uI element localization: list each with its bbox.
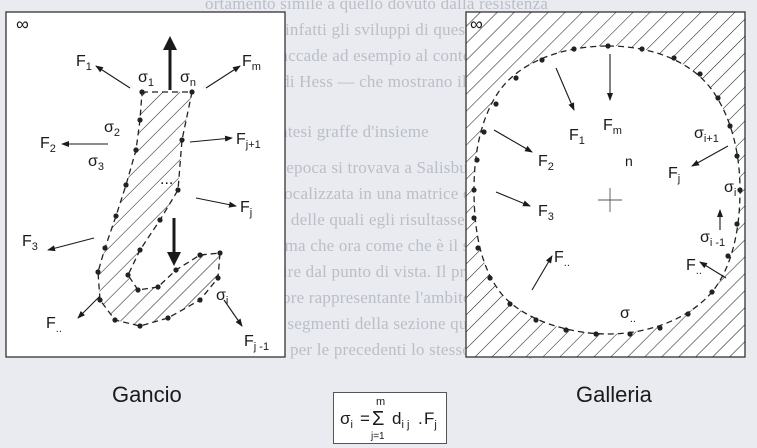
- galleria-panel: ∞ F1 Fm σi+1 F2 n Fj σi F3 σi -1 F.. F..…: [465, 11, 746, 358]
- label-Fj: Fj: [668, 165, 680, 185]
- force-arrows-galleria: [493, 54, 729, 291]
- label-F1: F1: [569, 127, 585, 147]
- formula-sum-sign: Σ: [372, 408, 384, 430]
- label-Fj-minus-1: Fj -1: [244, 333, 269, 353]
- label-Fm: Fm: [242, 53, 261, 73]
- label-sigma-i: σi: [724, 179, 736, 199]
- label-sigma-i: σi: [216, 287, 228, 307]
- gancio-caption: Gancio: [112, 382, 182, 407]
- force-arrows-gancio: [47, 65, 243, 327]
- formula-d-term: di j: [392, 409, 409, 431]
- hook-boundary-nodes: [95, 89, 223, 329]
- galleria-caption: Galleria: [576, 382, 652, 407]
- gancio-panel: ∞ F1 σ1 σn Fm σ2 F2 σ3 Fj+1 ... Fj F3 σi…: [5, 11, 286, 358]
- label-F3: F3: [538, 203, 554, 223]
- formula-equals: =: [360, 409, 370, 428]
- label-Fm: Fm: [603, 117, 622, 137]
- label-ellipsis: ...: [160, 171, 173, 188]
- label-Fj-plus-1: Fj+1: [236, 131, 261, 151]
- load-up-arrowhead: [163, 36, 177, 50]
- formula-sum-upper: m: [376, 396, 385, 408]
- label-F-dots-1: F..: [554, 249, 570, 269]
- label-F2: F2: [40, 135, 56, 155]
- formula-F-term: Fj: [424, 409, 437, 431]
- center-crosshair: [598, 188, 622, 212]
- tunnel-boundary: [473, 45, 741, 335]
- formula-dot: .: [418, 409, 423, 428]
- label-sigma-n: σn: [180, 69, 196, 89]
- label-sigma-i-minus-1: σi -1: [700, 229, 725, 249]
- formula: σi = Σ m j=1 di j . Fj: [340, 396, 437, 442]
- label-F2: F2: [538, 153, 554, 173]
- label-F-dots-2: F..: [686, 257, 702, 277]
- label-sigma-3: σ3: [88, 153, 104, 173]
- label-sigma-1: σ1: [138, 69, 154, 89]
- label-F3: F3: [22, 233, 38, 253]
- formula-box: σi = Σ m j=1 di j . Fj: [333, 392, 447, 444]
- label-sigma-i-plus-1: σi+1: [694, 125, 719, 145]
- formula-lhs: σi: [340, 409, 353, 431]
- label-Fj: Fj: [240, 199, 252, 219]
- tunnel-boundary-nodes: [471, 43, 743, 337]
- label-normal-n: n: [625, 153, 633, 169]
- load-down-arrowhead: [167, 252, 181, 266]
- label-F1: F1: [76, 53, 92, 73]
- infinity-symbol: ∞: [470, 14, 483, 34]
- label-sigma-dots: σ..: [620, 305, 636, 325]
- formula-sum-lower: j=1: [370, 431, 385, 442]
- ground-hatched-region: [466, 12, 745, 357]
- infinity-symbol: ∞: [16, 14, 29, 34]
- label-sigma-2: σ2: [104, 119, 120, 139]
- label-F-dots: F..: [46, 315, 62, 335]
